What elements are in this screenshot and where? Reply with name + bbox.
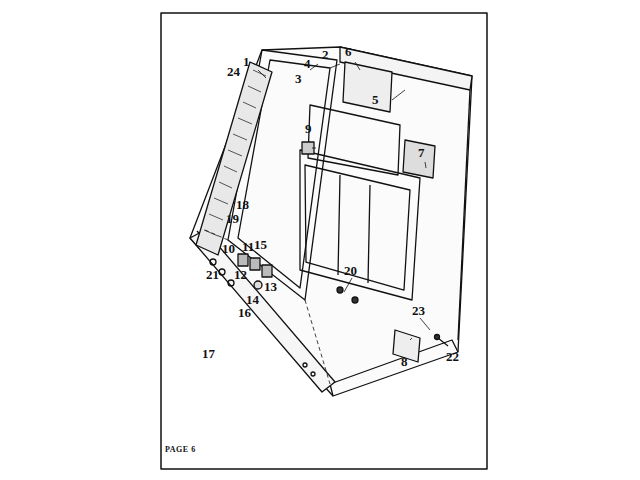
callout-number: 1 xyxy=(243,55,250,68)
page-number: PAGE 6 xyxy=(165,446,196,454)
callout-number: 10 xyxy=(222,242,235,255)
callout-number: 18 xyxy=(236,198,249,211)
callout-number: 4 xyxy=(304,57,311,70)
callout-number: 17 xyxy=(202,347,215,360)
callout-number: 14 xyxy=(246,293,259,306)
callout-number: 3 xyxy=(295,72,302,85)
callout-number: 2 xyxy=(322,48,329,61)
callout-number: 5 xyxy=(372,93,379,106)
callout-number: 19 xyxy=(226,212,239,225)
callout-number: 24 xyxy=(227,65,240,78)
callout-number: 20 xyxy=(344,264,357,277)
callout-number: 15 xyxy=(254,238,267,251)
callout-number: 12 xyxy=(234,268,247,281)
callout-number: 21 xyxy=(206,268,219,281)
callout-number: 8 xyxy=(401,355,408,368)
callout-number: 6 xyxy=(345,45,352,58)
callout-number: 9 xyxy=(305,122,312,135)
callout-number: 7 xyxy=(418,146,425,159)
callout-number: 16 xyxy=(238,306,251,319)
callout-number: 13 xyxy=(264,280,277,293)
callout-number: 22 xyxy=(446,350,459,363)
callout-number: 11 xyxy=(242,240,254,253)
callout-number: 23 xyxy=(412,304,425,317)
